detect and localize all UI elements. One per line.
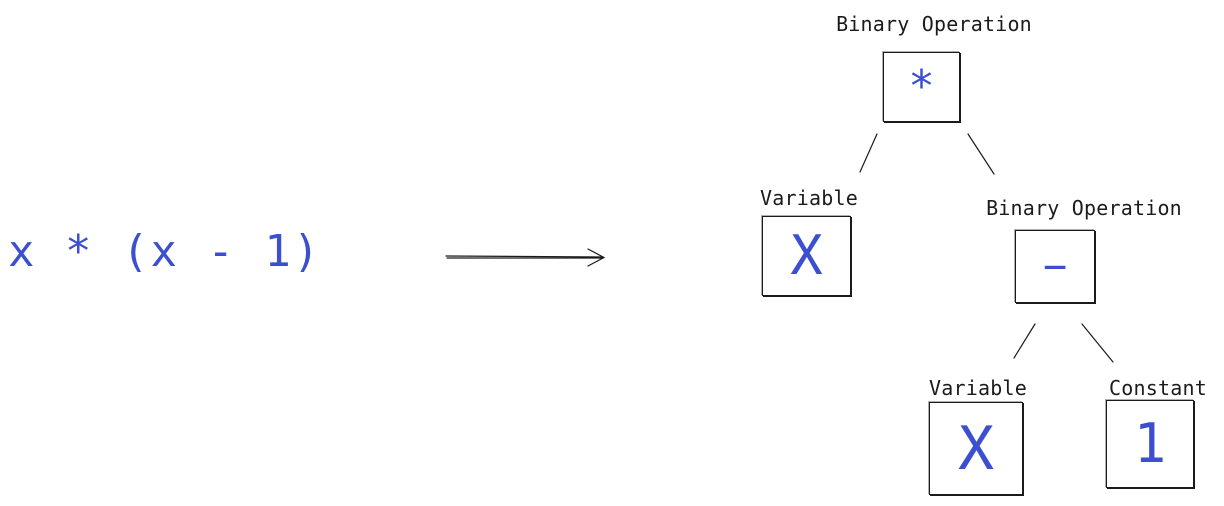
variable-x-symbol: X bbox=[790, 224, 823, 287]
constant-one-symbol: 1 bbox=[1133, 412, 1167, 475]
right-node-label: Binary Operation bbox=[986, 196, 1182, 220]
root-node-label: Binary Operation bbox=[836, 12, 1032, 36]
edge-minus-right bbox=[1081, 323, 1114, 363]
edge-minus-left bbox=[1013, 323, 1036, 359]
edge-root-right bbox=[967, 133, 995, 175]
left-variable-box: X bbox=[762, 216, 851, 296]
minus-symbol: − bbox=[1042, 243, 1068, 290]
left-node-label: Variable bbox=[760, 186, 858, 210]
right-operation-box: − bbox=[1015, 230, 1095, 303]
transform-arrow bbox=[445, 248, 606, 267]
multiply-symbol: * bbox=[908, 61, 935, 112]
source-expression: x * (x - 1) bbox=[8, 226, 322, 277]
bottom-right-node-label: Constant bbox=[1109, 376, 1207, 400]
edge-root-left bbox=[859, 133, 878, 173]
constant-box: 1 bbox=[1106, 400, 1194, 488]
root-node-box: * bbox=[883, 52, 960, 122]
bottom-left-node-label: Variable bbox=[929, 376, 1027, 400]
variable-x-symbol: X bbox=[957, 413, 995, 484]
bottom-variable-box: X bbox=[929, 402, 1023, 495]
